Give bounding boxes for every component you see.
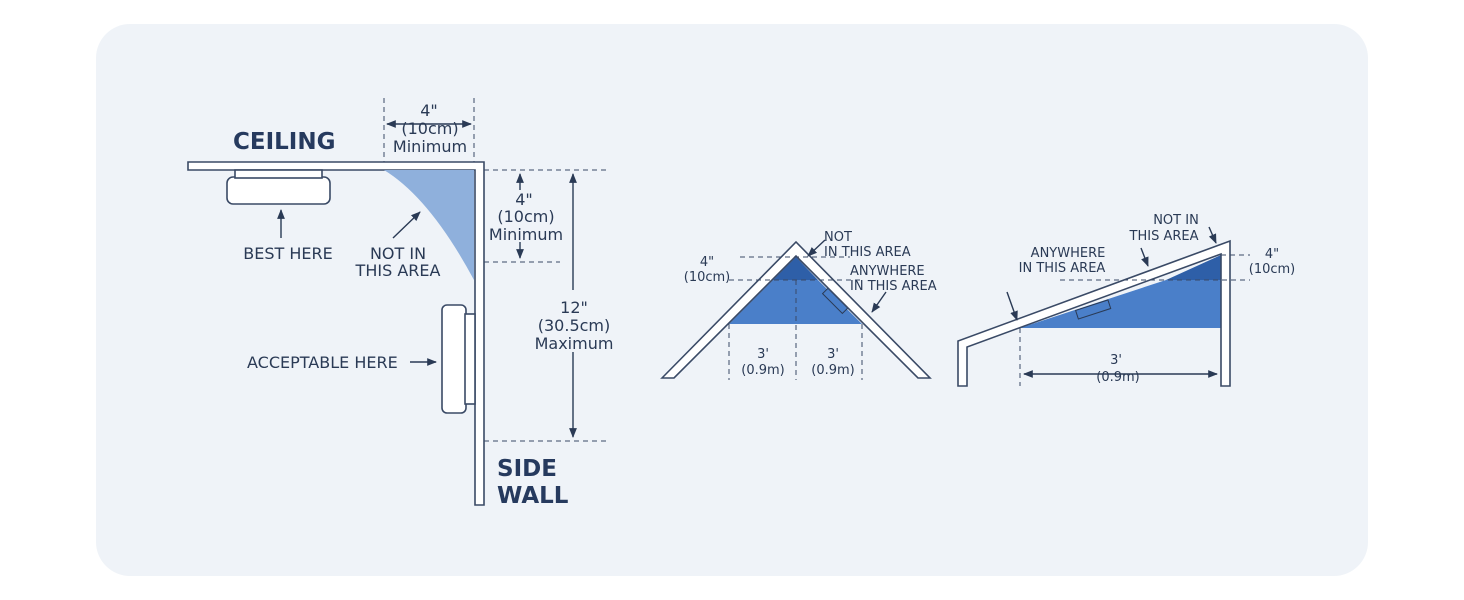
peaked-anywhere-label-line2: IN THIS AREA xyxy=(850,279,937,294)
ceiling-and-wall-outline xyxy=(187,161,485,506)
sloped-width-value: 3' xyxy=(1110,353,1122,368)
sloped-not-label-line1: NOT IN xyxy=(1153,213,1199,228)
peaked-roof-outline xyxy=(660,240,932,379)
wall-min-metric: (10cm) xyxy=(497,207,554,226)
sloped-top-value: 4" xyxy=(1265,247,1279,262)
wall-min-value: 4" xyxy=(515,190,533,209)
wall-detector-base xyxy=(464,313,476,405)
wall-max-value: 12" xyxy=(560,298,588,317)
peaked-roof-diagram: 4" (10cm) 3' (0.9m) 3' (0.9m) NOT IN THI… xyxy=(660,230,937,380)
not-in-area-label-line2: THIS AREA xyxy=(355,261,441,280)
sloped-not-label-line2: THIS AREA xyxy=(1129,229,1199,244)
sloped-anywhere-label-line2: IN THIS AREA xyxy=(1019,261,1106,276)
acceptable-here-label: ACCEPTABLE HERE xyxy=(247,353,398,372)
wall-max-metric: (30.5cm) xyxy=(538,316,611,335)
peaked-top-metric: (10cm) xyxy=(684,270,731,285)
sloped-anywhere-label-line1: ANYWHERE xyxy=(1031,246,1106,261)
sloped-top-metric: (10cm) xyxy=(1249,262,1296,277)
sloped-not-zone xyxy=(1166,255,1221,280)
ceiling-wall-corner-dead-zone xyxy=(384,170,474,280)
peaked-right-metric: (0.9m) xyxy=(811,363,854,378)
peaked-anywhere-label-line1: ANYWHERE xyxy=(850,264,925,279)
ceiling-min-note: Minimum xyxy=(393,137,467,156)
ceiling-min-metric: (10cm) xyxy=(401,119,458,138)
ceiling-detector-base xyxy=(234,169,323,179)
peaked-right-value: 3' xyxy=(827,347,839,362)
peaked-top-value: 4" xyxy=(700,255,714,270)
peaked-left-metric: (0.9m) xyxy=(741,363,784,378)
peaked-not-zone xyxy=(773,257,818,280)
peaked-left-value: 3' xyxy=(757,347,769,362)
not-in-area-label-line1: NOT IN xyxy=(370,244,426,263)
sloped-roof-outline xyxy=(957,239,1231,387)
sloped-width-metric: (0.9m) xyxy=(1096,370,1139,385)
wall-ceiling-diagram: CEILING 4" (10cm) Minimum 4" (10cm) Mini… xyxy=(187,98,614,509)
sloped-detector-icon xyxy=(1074,299,1112,320)
side-wall-label-line1: SIDE xyxy=(497,456,557,482)
ceiling-detector-icon xyxy=(226,176,331,205)
ceiling-min-value: 4" xyxy=(420,101,438,120)
wall-min-note: Minimum xyxy=(489,225,563,244)
best-here-label: BEST HERE xyxy=(243,244,332,263)
sloped-ok-zone xyxy=(1020,280,1221,328)
peaked-not-label-line1: NOT xyxy=(824,230,852,245)
side-wall-label-line2: WALL xyxy=(497,483,569,509)
ceiling-label: CEILING xyxy=(233,129,336,155)
sloped-roof-diagram: 3' (0.9m) 4" (10cm) NOT IN THIS AREA ANY… xyxy=(957,213,1296,387)
peaked-not-label-line2: IN THIS AREA xyxy=(824,245,911,260)
wall-detector-icon xyxy=(441,304,467,414)
wall-max-note: Maximum xyxy=(535,334,614,353)
